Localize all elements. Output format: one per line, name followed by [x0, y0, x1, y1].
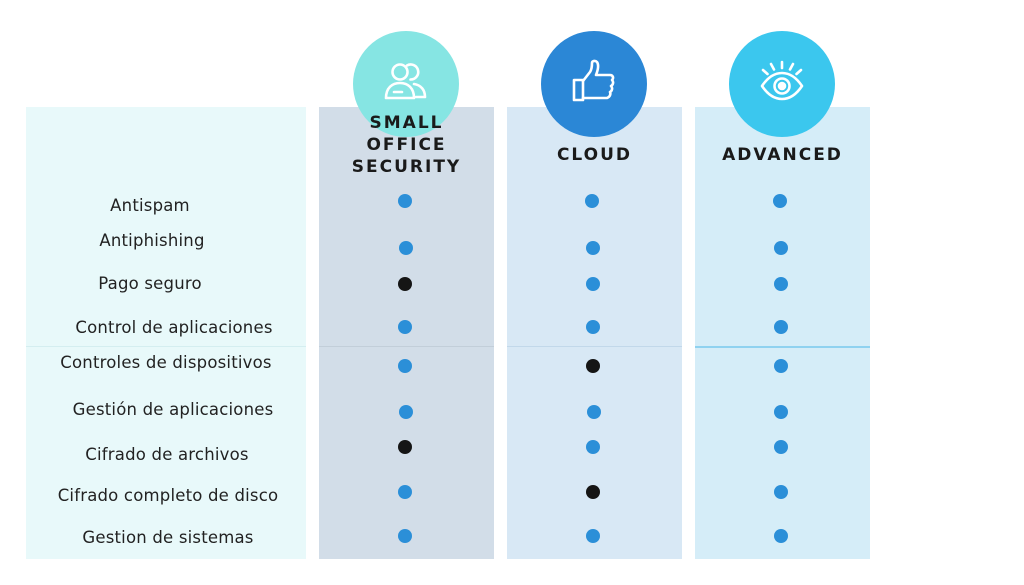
users-icon [378, 54, 434, 114]
feature-dot [398, 277, 412, 291]
row-divider [695, 346, 870, 348]
feature-dot [586, 485, 600, 499]
plan-badge-cloud [541, 31, 647, 137]
plan-title-cloud: CLOUD [556, 145, 633, 165]
feature-label-cifrado-disco: Cifrado completo de disco [57, 486, 279, 505]
feature-label-gestion-sistemas: Gestion de sistemas [82, 528, 254, 547]
feature-dot [586, 529, 600, 543]
feature-dot [399, 241, 413, 255]
feature-dot [398, 440, 412, 454]
feature-label-antiphishing: Antiphishing [99, 231, 205, 250]
feature-dot [585, 194, 599, 208]
feature-label-pago-seguro: Pago seguro [98, 274, 202, 293]
feature-label-cifrado-archivos: Cifrado de archivos [85, 445, 249, 464]
feature-label-antispam: Antispam [110, 196, 190, 215]
feature-column [26, 107, 306, 559]
plan-badge-advanced [729, 31, 835, 137]
feature-dot [587, 405, 601, 419]
feature-dot [774, 241, 788, 255]
feature-dot [586, 241, 600, 255]
feature-dot [399, 405, 413, 419]
feature-dot [774, 529, 788, 543]
feature-dot [398, 359, 412, 373]
feature-dot [586, 359, 600, 373]
plan-title-small-office: SMALL OFFICE SECURITY [351, 113, 462, 177]
thumbs-up-icon [566, 54, 622, 114]
feature-dot [586, 277, 600, 291]
feature-dot [586, 440, 600, 454]
feature-dot [398, 529, 412, 543]
feature-dot [774, 277, 788, 291]
feature-label-control-aplicaciones: Control de aplicaciones [75, 318, 273, 337]
feature-label-gestion-aplicaciones: Gestión de aplicaciones [72, 400, 274, 419]
feature-dot [586, 320, 600, 334]
row-divider [319, 346, 494, 347]
feature-dot [774, 440, 788, 454]
feature-dot [773, 194, 787, 208]
feature-label-controles-dispositivos: Controles de dispositivos [60, 353, 272, 372]
eye-icon [754, 54, 810, 114]
feature-dot [398, 485, 412, 499]
plan-badge-small-office [353, 31, 459, 137]
plan-title-advanced: ADVANCED [722, 145, 843, 165]
feature-dot [398, 320, 412, 334]
feature-dot [774, 320, 788, 334]
feature-dot [774, 485, 788, 499]
row-divider [26, 346, 306, 347]
feature-dot [774, 405, 788, 419]
feature-dot [398, 194, 412, 208]
feature-dot [774, 359, 788, 373]
row-divider [507, 346, 682, 347]
